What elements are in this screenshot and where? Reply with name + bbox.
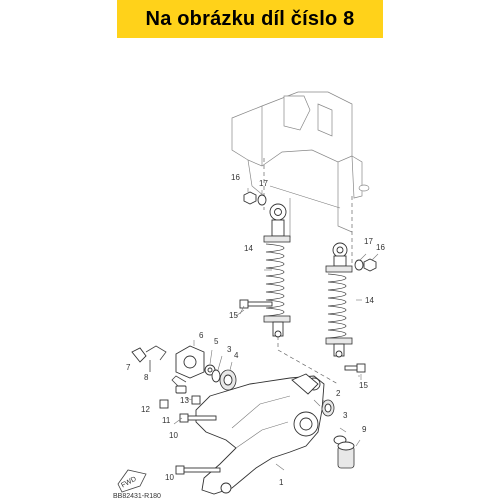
diagram-code: BB82431-R180 [113, 493, 161, 500]
frame-section [231, 91, 370, 238]
right-shock-absorber [325, 196, 353, 358]
leader-lines [235, 269, 362, 471]
linkage-parts [131, 340, 237, 391]
label-10b: 10 [165, 473, 174, 482]
bolts-15 [239, 299, 366, 380]
label-14a: 14 [244, 244, 253, 253]
swingarm-link [195, 373, 325, 495]
label-5: 5 [214, 337, 219, 346]
bushings [321, 399, 361, 469]
fwd-arrow: FWD [117, 469, 147, 493]
label-2: 2 [336, 389, 341, 398]
lower-bolts [159, 375, 221, 475]
label-6: 6 [199, 331, 204, 340]
label-14b: 14 [365, 296, 374, 305]
label-17a: 17 [259, 179, 268, 188]
label-17b: 17 [364, 237, 373, 246]
title-text: Na obrázku díl číslo 8 [145, 7, 355, 30]
label-3a: 3 [227, 345, 232, 354]
title-banner: Na obrázku díl číslo 8 [117, 0, 383, 38]
label-1: 1 [279, 478, 284, 487]
label-15b: 15 [359, 381, 368, 390]
label-4: 4 [234, 351, 239, 360]
label-13: 13 [180, 396, 189, 405]
label-16a: 16 [231, 173, 240, 182]
label-7: 7 [126, 363, 131, 372]
part-labels: 1 2 3 3 4 5 6 7 8 9 10 10 11 12 13 14 14… [113, 173, 385, 500]
label-3b: 3 [343, 411, 348, 420]
label-9: 9 [362, 425, 367, 434]
label-11: 11 [162, 416, 171, 425]
label-10a: 10 [169, 431, 178, 440]
label-12: 12 [141, 405, 150, 414]
label-8: 8 [144, 373, 149, 382]
label-16b: 16 [376, 243, 385, 252]
nuts-washers-top [243, 188, 379, 272]
label-15a: 15 [229, 311, 238, 320]
